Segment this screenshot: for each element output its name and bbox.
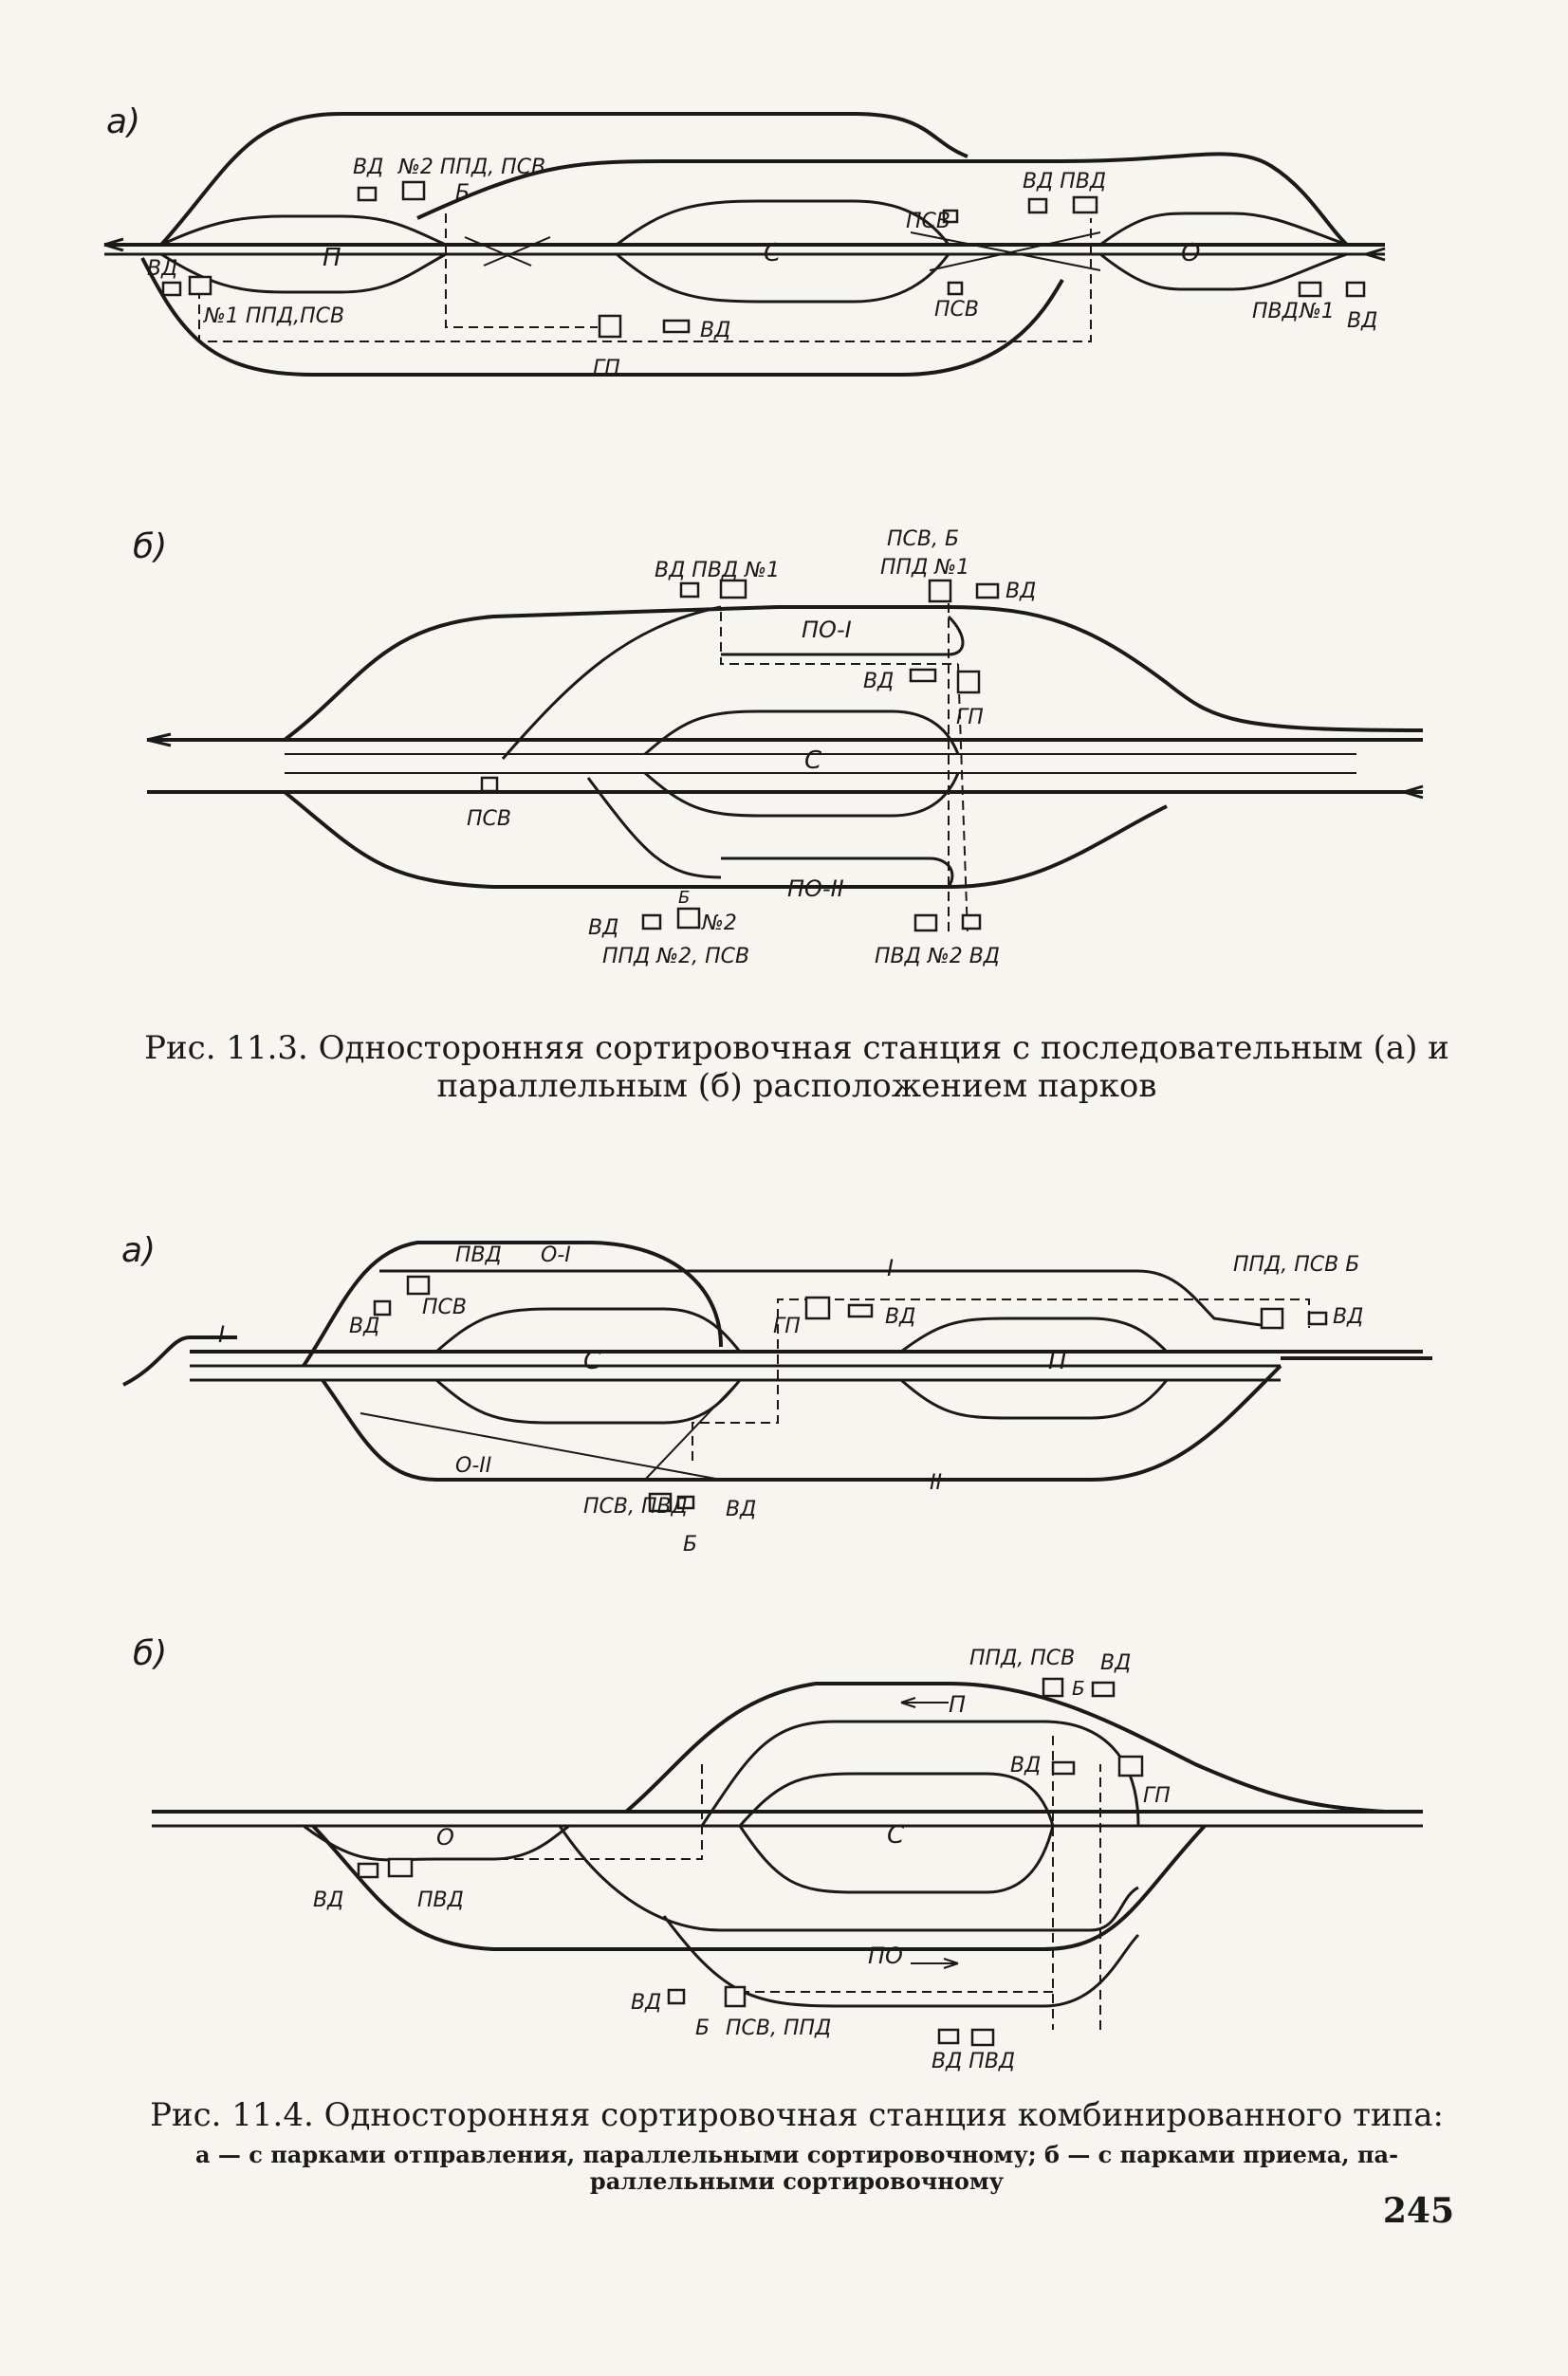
label: ГП [773,1315,801,1338]
label: О-I [541,1243,571,1267]
label: Б [683,1533,697,1556]
caption-line: Рис. 11.4. Односторонняя сортировочная с… [150,2096,1444,2134]
label: ВД [1333,1305,1363,1329]
fig-11-3a-diagram: а) ВД № [103,102,1386,380]
label: О-II [455,1454,491,1478]
label: ПСВ [906,210,950,233]
label: ПСВ, Б [887,527,959,551]
label: ПВД №2 ВД [875,945,1000,968]
label: ПСВ [422,1296,467,1319]
fig-11-4b-diagram: б) ППД, ПСВ ВД Б П ВД ГП [133,1634,1423,2073]
fig-11-3b-diagram: б) ВД ПВД №1 ПСВ, Б ППД №1 ВД [133,527,1424,968]
label: ВД [588,916,618,940]
caption-line: параллельным (б) расположением парков [436,1067,1157,1105]
park-label: С [887,1821,905,1850]
label: ПСВ, ППД [726,2017,831,2040]
label: ПСВ [934,298,979,322]
label: II [930,1471,942,1495]
label: ВД [313,1888,343,1912]
label: Б [1072,1677,1085,1700]
label: ППД №2, ПСВ [602,945,749,968]
label: ВД [863,670,894,693]
park-label: ПО-I [802,617,852,643]
caption-subline: а — с парками отправления, параллельными… [194,2141,1399,2168]
label: ВД [1347,309,1377,333]
label: Б [678,888,690,908]
label: ГП [956,706,984,729]
caption-line: Рис. 11.3. Односторонняя сортировочная с… [144,1029,1449,1067]
label: ВД [1005,580,1036,603]
park-label: ПО-II [787,875,844,902]
label: ППД №1 [880,556,969,580]
caption-subline: раллельными сортировочному [589,2167,1005,2195]
park-label: С [583,1347,601,1375]
figure-caption-11-3: Рис. 11.3. Односторонняя сортировочная с… [142,1029,1451,1105]
label: ВД ПВД [932,2050,1015,2073]
label: ПВД [417,1888,464,1912]
park-label: О [436,1824,454,1851]
label: ГП [1143,1784,1171,1808]
park-label: П [1048,1347,1067,1375]
label: I [887,1255,894,1281]
label: №2 [701,912,737,935]
label: №1 [1299,300,1335,323]
label: ВД [147,257,177,281]
label: ППД, ПСВ [969,1647,1075,1670]
label: ВД [353,156,383,179]
label: ПВД [1252,300,1299,323]
park-label: С [804,746,822,775]
figure-subcaption-11-4: а — с парками отправления, параллельными… [142,2142,1451,2195]
park-label: О [1181,239,1200,267]
figure-caption-11-4: Рис. 11.4. Односторонняя сортировочная с… [142,2096,1451,2134]
label: ВД ПВД [1023,170,1106,193]
label: ВД [885,1305,915,1329]
label: ВД [1010,1754,1041,1777]
park-label: ПО [868,1943,903,1969]
label: ПСВ, ПВД [583,1495,688,1519]
label: Б [695,2017,710,2040]
fig-11-4a-diagram: а) ПВД О-I ПСВ ВД I С ГП ВД [121,1231,1432,1556]
label: ГП [593,357,620,380]
label: ВД ПВД №1 [655,559,780,582]
page-number: 245 [1382,2191,1454,2231]
label: I [218,1321,225,1348]
label: ВД [1100,1651,1131,1675]
label: №2 ППД, ПСВ [397,156,545,179]
panel-letter: а) [121,1231,156,1270]
panel-letter: б) [133,1634,167,1673]
park-label: П [949,1691,966,1718]
label: ВД [349,1315,379,1338]
label: ВД [726,1498,756,1521]
label: ПВД [455,1243,502,1267]
label: ПСВ [467,807,511,831]
park-label: С [764,239,782,267]
label: №1 ППД,ПСВ [203,304,344,328]
panel-letter: а) [106,102,140,141]
label: ВД [700,319,730,342]
panel-letter: б) [133,527,167,566]
park-label: П [323,244,341,272]
label: ППД, ПСВ Б [1233,1253,1359,1277]
label: ВД [631,1991,661,2015]
label: Б [455,181,470,205]
